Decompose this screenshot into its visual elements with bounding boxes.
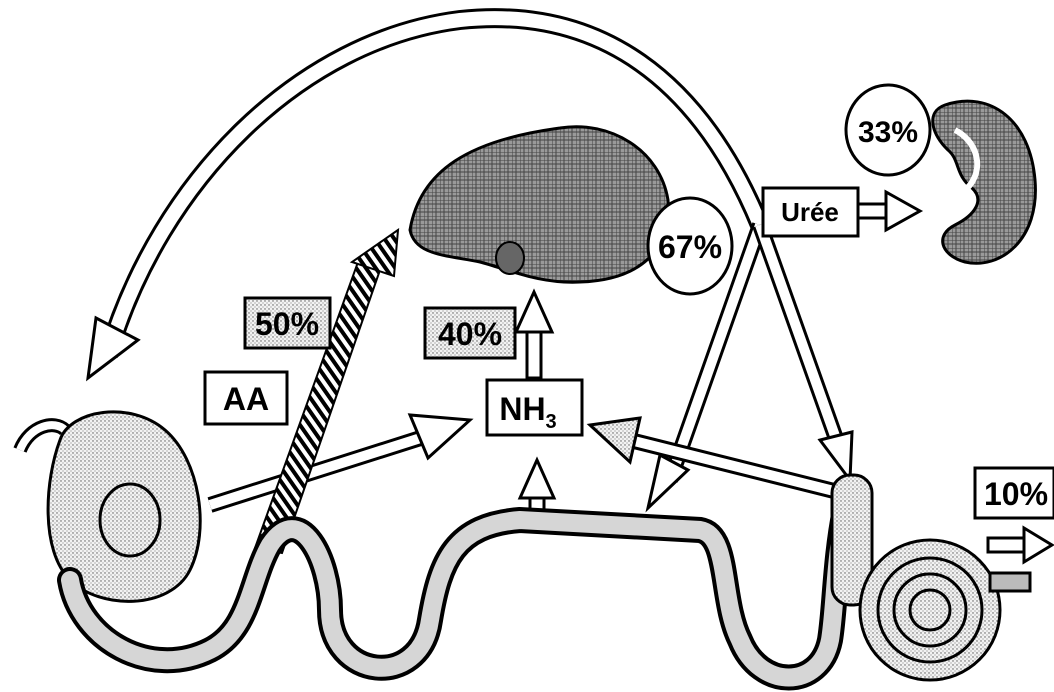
kidney xyxy=(930,101,1035,263)
aa-label-box: AA xyxy=(205,372,287,424)
nh3-subscript: 3 xyxy=(546,411,557,433)
kidney-percent-label: 33% xyxy=(858,116,918,149)
intestine-to-nh3-arrow xyxy=(210,415,470,505)
uree-to-kidney-arrow xyxy=(858,192,920,230)
nh3-to-liver-arrow xyxy=(516,292,552,378)
uree-percent-circle: 67% xyxy=(648,198,732,294)
uree-label: Urée xyxy=(781,197,839,227)
kidney-percent-circle: 33% xyxy=(846,85,930,175)
nh3-box: NH3 xyxy=(487,380,582,435)
colon-percent-label: 10% xyxy=(984,476,1048,512)
aa-percent-label: 50% xyxy=(255,306,319,342)
nh3-percent-box: 40% xyxy=(425,308,515,358)
stomach xyxy=(20,412,200,601)
nh3-base: NH xyxy=(499,391,545,427)
nh3-percent-label: 40% xyxy=(438,316,502,352)
aa-percent-box: 50% xyxy=(245,298,330,348)
liver xyxy=(410,127,668,282)
aa-label: AA xyxy=(223,381,269,417)
colon-percent-box: 10% xyxy=(975,468,1054,518)
uree-box: Urée xyxy=(763,188,858,236)
uree-percent-label: 67% xyxy=(658,229,722,265)
colon-to-nh3-arrow xyxy=(590,418,850,495)
colon-out-arrow xyxy=(988,528,1052,562)
